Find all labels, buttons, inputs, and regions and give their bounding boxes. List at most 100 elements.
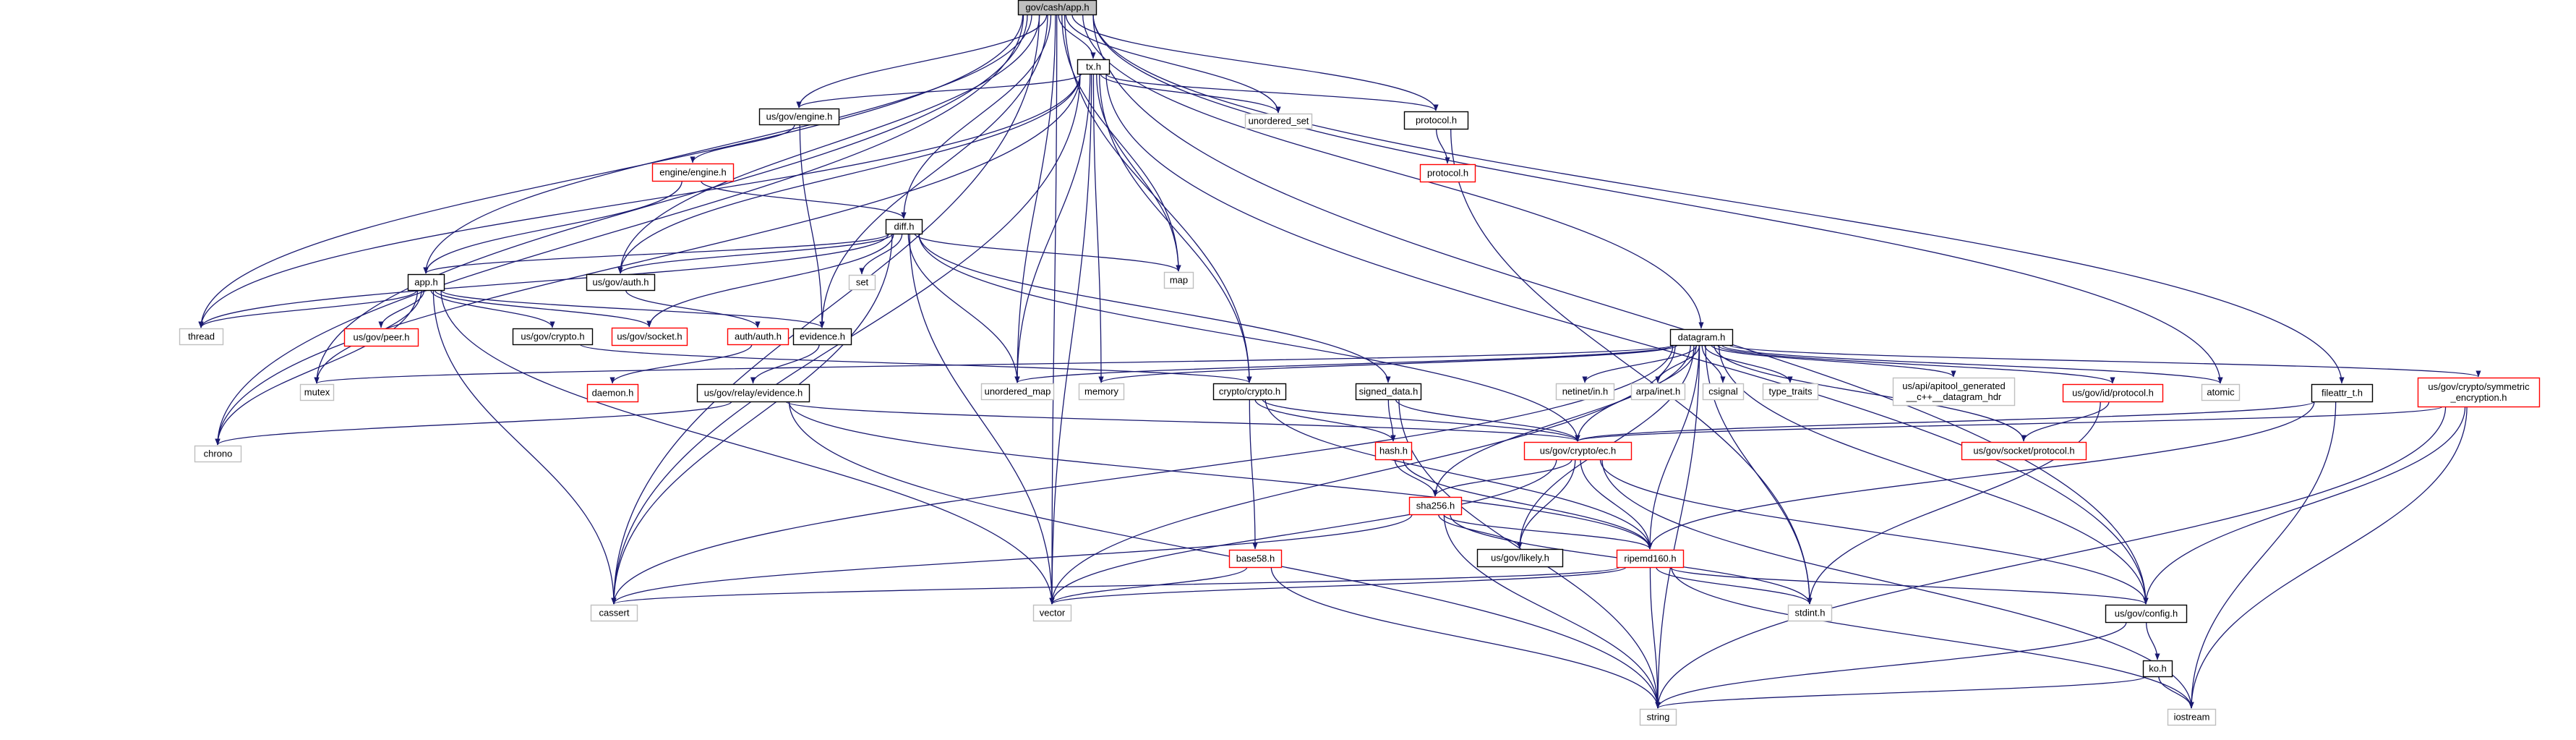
- node-us-gov-peer-h[interactable]: us/gov/peer.h: [343, 328, 419, 347]
- edge-gov-cash-app-h-to-datagram-h: [1082, 14, 1704, 329]
- node-box: [1669, 328, 1734, 346]
- node-gov-cash-app-h[interactable]: gov/cash/app.h: [1017, 0, 1097, 16]
- node-label: thread: [188, 331, 215, 342]
- node-protocol-h[interactable]: protocol.h: [1403, 111, 1469, 130]
- edge-us-gov-crypto-sym-h-to-iostream: [2188, 406, 2468, 709]
- edge-gov-cash-app-h-to-diff-h: [901, 14, 1052, 219]
- node-label: unordered_map: [985, 386, 1051, 397]
- node-us-gov-relay-evidence-h[interactable]: us/gov/relay/evidence.h: [696, 383, 810, 403]
- node-label: us/gov/likely.h: [1491, 553, 1549, 563]
- node-box: [1630, 383, 1686, 401]
- node-us-gov-crypto-sym-h[interactable]: us/gov/crypto/symmetric_encryption.h: [2417, 377, 2541, 408]
- node-apitool-hdr: us/api/apitool_generated__c++__datagram_…: [1892, 377, 2016, 407]
- edge-datagram-h-to-us-gov-id-protocol-h: [1717, 344, 2115, 384]
- edge-tx-h-to-memory: [1092, 73, 1104, 383]
- edge-us-gov-crypto-ec-h-to-vector: [1049, 459, 1557, 605]
- node-box: [1787, 604, 1833, 622]
- edge-us-gov-crypto-sym-h-to-us-gov-crypto-ec-h: [1575, 406, 2443, 442]
- edge-tx-h-to-map: [1096, 73, 1181, 272]
- edge-fileattr-t-h-to-iostream: [2188, 401, 2337, 709]
- edge-engine-engine-h-to-diff-h: [701, 180, 907, 219]
- edge-us-gov-id-protocol-h-to-us-gov-socket-protocol-h: [2021, 401, 2110, 442]
- node-sha256-h[interactable]: sha256.h: [1408, 496, 1463, 516]
- node-us-gov-socket-h[interactable]: us/gov/socket.h: [611, 327, 688, 346]
- node-box: [885, 218, 923, 235]
- node-us-gov-crypto-h[interactable]: us/gov/crypto.h: [512, 328, 594, 346]
- node-base58-h[interactable]: base58.h: [1228, 549, 1283, 569]
- node-ko-h[interactable]: ko.h: [2142, 660, 2173, 678]
- node-auth-auth-h[interactable]: auth/auth.h: [727, 328, 790, 346]
- edge-ripemd160-h-to-cassert: [611, 566, 1620, 605]
- node-box: [1374, 441, 1413, 461]
- node-us-gov-id-protocol-h[interactable]: us/gov/id/protocol.h: [2062, 383, 2164, 403]
- node-box: [1078, 383, 1125, 401]
- edge-gov-cash-app-h-to-us-gov-engine-h: [796, 14, 1048, 109]
- edge-protocol-h-to-protocol-h2: [1435, 128, 1450, 164]
- node-box: [2201, 383, 2241, 401]
- node-us-gov-config-h[interactable]: us/gov/config.h: [2105, 604, 2188, 624]
- node-crypto-crypto-h[interactable]: crypto/crypto.h: [1212, 383, 1287, 401]
- node-box: [512, 328, 594, 346]
- node-diff-h[interactable]: diff.h: [885, 218, 923, 235]
- node-box: [299, 383, 335, 401]
- node-label: us/gov/crypto.h: [521, 331, 584, 342]
- edge-ripemd160-h-to-us-gov-config-h: [1669, 566, 2149, 605]
- edge-diff-h-to-us-gov-crypto-ec-h: [918, 233, 1580, 442]
- edge-tx-h-to-us-gov-config-h: [1105, 73, 2149, 605]
- node-box: [1419, 163, 1476, 183]
- edge-diff-h-to-thread: [198, 233, 889, 328]
- node-evidence-h[interactable]: evidence.h: [792, 328, 852, 346]
- edge-gov-cash-app-h-to-us-gov-config-h: [1092, 14, 2149, 605]
- edge-us-gov-id-protocol-h-to-stdint-h: [1807, 401, 2101, 605]
- node-label: csignal: [1708, 386, 1738, 397]
- node-tx-h[interactable]: tx.h: [1077, 59, 1111, 75]
- node-label: auth/auth.h: [735, 331, 782, 342]
- node-box: [590, 604, 638, 622]
- node-hash-h[interactable]: hash.h: [1374, 441, 1413, 461]
- edge-signed-data-h-to-hash-h: [1387, 399, 1396, 442]
- node-datagram-h[interactable]: datagram.h: [1669, 328, 1734, 346]
- node-protocol-h2[interactable]: protocol.h: [1419, 163, 1476, 183]
- node-label: base58.h: [1236, 553, 1275, 564]
- node-label: netinet/in.h: [1562, 386, 1609, 397]
- node-box: [1355, 383, 1422, 401]
- edge-evidence-h-to-us-gov-relay-evidence-h: [750, 344, 820, 384]
- node-label: us/gov/crypto/symmetric: [2428, 381, 2530, 392]
- node-label: us/gov/socket/protocol.h: [1973, 446, 2074, 456]
- node-us-gov-auth-h[interactable]: us/gov/auth.h: [586, 273, 656, 292]
- node-type-traits: type_traits: [1762, 383, 1819, 401]
- node-box: [2167, 708, 2217, 726]
- node-box: [1408, 496, 1463, 516]
- node-label: daemon.h: [592, 388, 634, 399]
- edge-diff-h-to-vector: [909, 233, 1055, 605]
- node-engine-engine-h[interactable]: engine/engine.h: [651, 163, 735, 182]
- node-ripemd160-h[interactable]: ripemd160.h: [1616, 549, 1685, 569]
- edge-crypto-crypto-h-to-hash-h: [1254, 399, 1396, 442]
- node-box: [586, 383, 639, 403]
- node-app-h[interactable]: app.h: [407, 273, 445, 292]
- edge-us-gov-auth-h-to-auth-auth-h: [625, 289, 761, 328]
- node-label: __c++__datagram_hdr: [1906, 391, 2002, 402]
- node-box: [1032, 604, 1072, 622]
- node-us-gov-likely-h[interactable]: us/gov/likely.h: [1476, 548, 1564, 568]
- edge-us-gov-config-h-to-ko-h: [2145, 621, 2160, 660]
- edge-gov-cash-app-h-to-mutex: [314, 14, 1028, 384]
- node-us-gov-engine-h[interactable]: us/gov/engine.h: [758, 108, 840, 126]
- node-label: us/api/apitool_generated: [1902, 380, 2005, 391]
- node-us-gov-socket-protocol-h[interactable]: us/gov/socket/protocol.h: [1961, 441, 2087, 461]
- node-label: us/gov/relay/evidence.h: [704, 388, 803, 399]
- node-box: [1228, 549, 1283, 569]
- node-csignal: csignal: [1702, 383, 1745, 401]
- node-box: [586, 273, 656, 292]
- edge-us-gov-crypto-h-to-crypto-crypto-h: [579, 344, 1252, 383]
- edge-datagram-h-to-mutex: [314, 344, 1674, 384]
- node-us-gov-crypto-ec-h[interactable]: us/gov/crypto/ec.h: [1523, 441, 1633, 461]
- node-box: [1523, 441, 1633, 461]
- node-box: [2105, 604, 2188, 624]
- edge-datagram-h-to-us-gov-crypto-sym-h: [1729, 344, 2481, 378]
- node-fileattr-t-h[interactable]: fileattr_t.h: [2311, 383, 2374, 403]
- node-signed-data-h[interactable]: signed_data.h: [1355, 383, 1422, 401]
- node-string: string: [1639, 708, 1677, 726]
- node-box: [1212, 383, 1287, 401]
- node-daemon-h[interactable]: daemon.h: [586, 383, 639, 403]
